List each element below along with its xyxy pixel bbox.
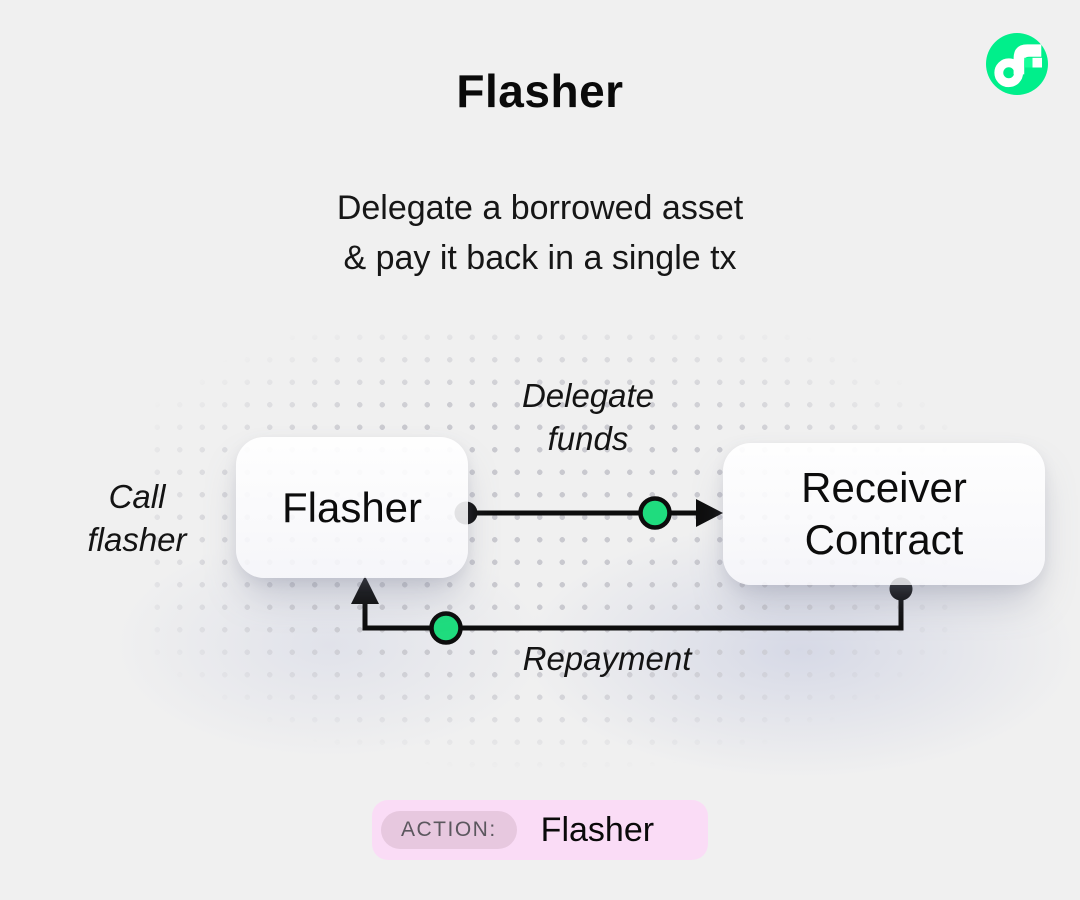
delegate-label-line-2: funds	[547, 420, 629, 457]
delegate-label-line-1: Delegate	[521, 377, 655, 414]
edge-label-delegate-funds: Delegate funds	[438, 374, 738, 460]
action-badge: ACTION: Flasher	[372, 800, 708, 860]
call-label-line-1: Call	[108, 478, 166, 515]
flow-logo-icon	[986, 33, 1048, 95]
node-receiver-contract: Receiver Contract	[723, 443, 1045, 585]
edge-label-repayment: Repayment	[522, 640, 692, 677]
call-label-line-2: flasher	[87, 521, 187, 558]
side-label-call-flasher: Call flasher	[27, 475, 247, 561]
node-flasher: Flasher	[236, 437, 468, 578]
node-flasher-label: Flasher	[281, 483, 423, 531]
node-receiver-label-line-2: Contract	[804, 516, 964, 563]
node-receiver-label-line-1: Receiver	[801, 464, 967, 511]
flow-logo-svg	[986, 33, 1048, 95]
action-badge-value: Flasher	[540, 810, 655, 849]
subtitle-line-2: & pay it back in a single tx	[343, 239, 737, 277]
page-title: Flasher	[456, 65, 624, 117]
page-subtitle: Delegate a borrowed asset & pay it back …	[0, 183, 1080, 283]
action-badge-label: ACTION:	[381, 811, 517, 849]
subtitle-line-1: Delegate a borrowed asset	[336, 189, 744, 227]
